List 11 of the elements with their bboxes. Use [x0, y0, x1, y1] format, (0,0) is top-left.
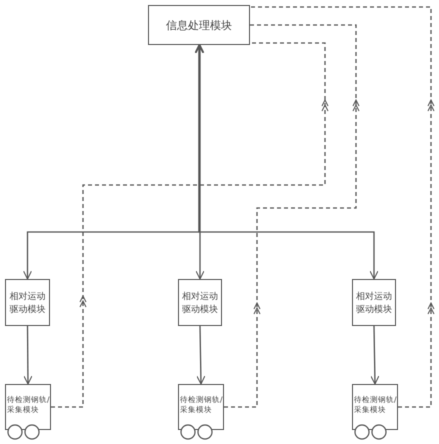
- branching-arrow: [22, 44, 379, 280]
- arrow: [23, 326, 32, 385]
- drive-box: 相对运动驱动模块: [5, 279, 50, 326]
- arrow: [250, 6, 434, 408]
- arrow: [370, 326, 380, 385]
- arrow: [224, 24, 360, 408]
- drive-box: 相对运动驱动模块: [178, 279, 222, 326]
- arrow: [196, 326, 206, 385]
- drive-box: 相对运动驱动模块: [352, 279, 396, 326]
- arrow: [51, 42, 328, 408]
- processing-box: 信息处理模块: [148, 5, 250, 45]
